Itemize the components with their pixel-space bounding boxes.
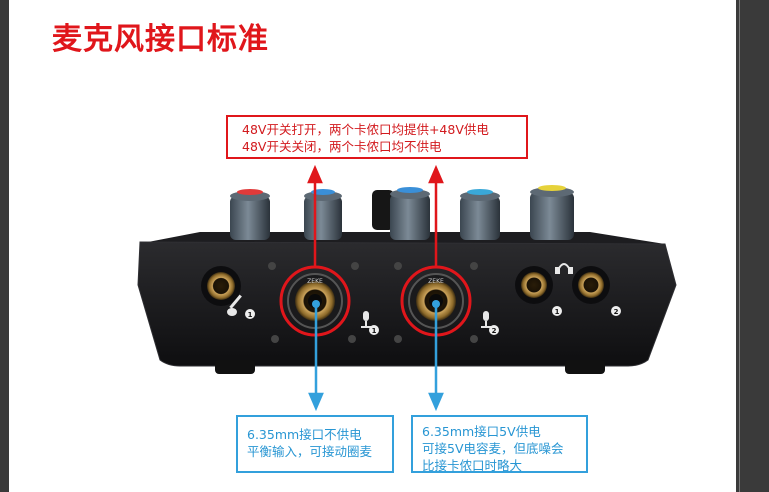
headphone-jack-2 [572,266,610,304]
left-frame [0,0,9,492]
jack-label: 1 [372,327,377,335]
knob-3 [390,187,430,240]
callout-line: 可接5V电容麦，但底噪会 [422,441,564,456]
knob-5 [530,185,574,240]
jack-label: 2 [492,327,497,335]
callout-jack-unpowered: 6.35mm接口不供电 平衡输入，可接动圈麦 [236,415,394,473]
jack-label: 1 [248,311,253,319]
callout-line: 平衡输入，可接动圈麦 [247,444,373,459]
knob-1 [230,189,270,240]
fader-knob [372,190,394,230]
red-arrow-left [307,164,323,267]
guitar-jack [201,266,241,306]
blue-arrow-left [308,300,324,412]
blue-arrow-right [428,300,444,412]
guitar-icon [227,294,242,316]
device-foot-right [565,360,605,374]
callout-jack-5v: 6.35mm接口5V供电 可接5V电容麦，但底噪会 比接卡侬口时略大 [411,415,588,473]
callout-line: 48V开关打开，两个卡侬口均提供+48V供电 [242,122,489,137]
knob-row [230,185,574,240]
callout-line: 48V开关关闭，两个卡侬口均不供电 [242,139,442,154]
red-arrow-right [428,164,444,267]
callout-line: 比接卡侬口时略大 [422,458,523,473]
callout-48v-power: 48V开关打开，两个卡侬口均提供+48V供电 48V开关关闭，两个卡侬口均不供电 [226,115,528,159]
jack-label: 2 [614,308,619,316]
page-title: 麦克风接口标准 [52,22,269,57]
microphone-icon [361,311,371,328]
headphone-jack-1 [515,266,553,304]
device-foot-left [215,360,255,374]
xlr-brand-label: ZEKE [307,278,323,285]
knob-4 [460,189,500,240]
callout-line: 6.35mm接口不供电 [247,427,362,442]
xlr-brand-label: ZEKE [428,278,444,285]
jack-label: 1 [555,308,560,316]
headphones-icon [555,263,573,274]
knob-2 [304,189,342,240]
right-frame [736,0,769,492]
microphone-icon [481,311,491,328]
callout-line: 6.35mm接口5V供电 [422,424,541,439]
